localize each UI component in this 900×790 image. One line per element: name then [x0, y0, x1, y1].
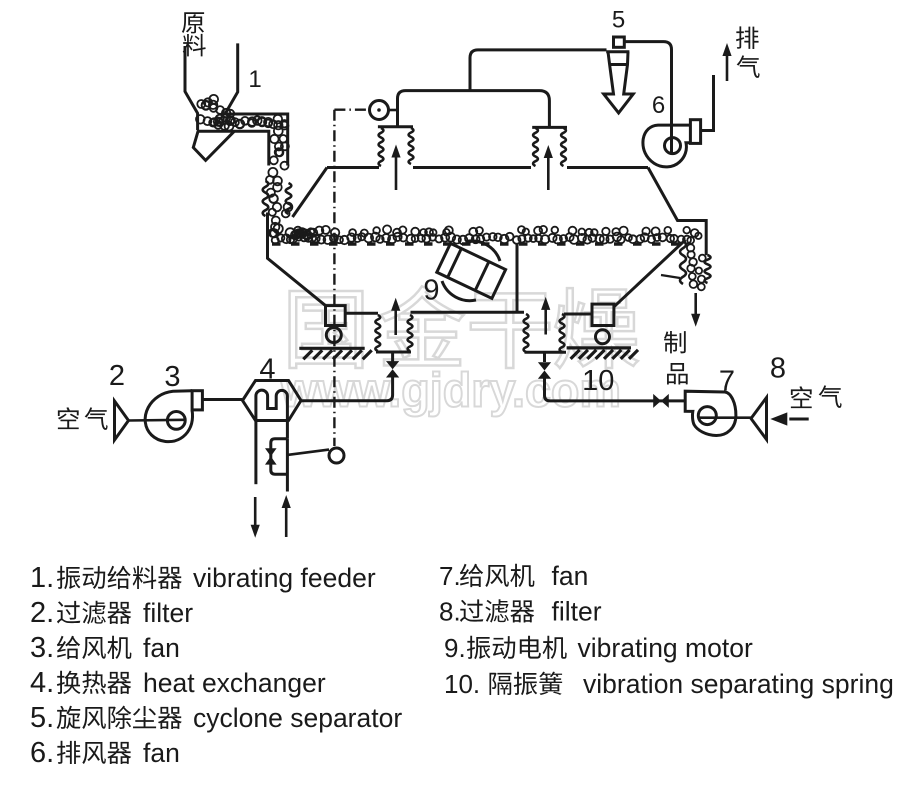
svg-text:10: 10	[582, 365, 614, 397]
svg-text:7: 7	[719, 366, 735, 398]
svg-text:6.: 6.	[30, 737, 54, 769]
svg-text:9: 9	[423, 275, 439, 307]
svg-text:cyclone separator: cyclone separator	[193, 703, 402, 733]
svg-text:6: 6	[652, 92, 665, 119]
svg-text:9.: 9.	[444, 633, 466, 663]
svg-text:3: 3	[164, 361, 180, 393]
svg-text:8.: 8.	[439, 597, 461, 627]
svg-text:heat exchanger: heat exchanger	[143, 668, 326, 698]
svg-text:2.: 2.	[30, 597, 54, 629]
svg-text:3.: 3.	[30, 632, 54, 664]
svg-text:4: 4	[259, 354, 275, 386]
svg-text:8: 8	[770, 353, 786, 385]
svg-text:vibrating feeder: vibrating feeder	[193, 563, 376, 593]
svg-text:filter: filter	[552, 597, 602, 627]
svg-text:filter: filter	[143, 598, 193, 628]
svg-text:vibrating motor: vibrating motor	[578, 633, 753, 663]
svg-text:5: 5	[612, 7, 625, 34]
svg-text:5.: 5.	[30, 702, 54, 734]
svg-text:vibration separating spring: vibration separating spring	[583, 669, 894, 699]
svg-text:1.: 1.	[30, 562, 54, 594]
svg-text:2: 2	[109, 360, 125, 392]
svg-text:fan: fan	[552, 561, 589, 591]
svg-text:10.: 10.	[444, 669, 480, 699]
svg-text:7.: 7.	[439, 561, 461, 591]
svg-text:www.gjdry.com: www.gjdry.com	[280, 365, 621, 418]
svg-text:fan: fan	[143, 738, 180, 768]
svg-text:1: 1	[248, 66, 261, 93]
svg-text:4.: 4.	[30, 667, 54, 699]
svg-text:fan: fan	[143, 633, 180, 663]
